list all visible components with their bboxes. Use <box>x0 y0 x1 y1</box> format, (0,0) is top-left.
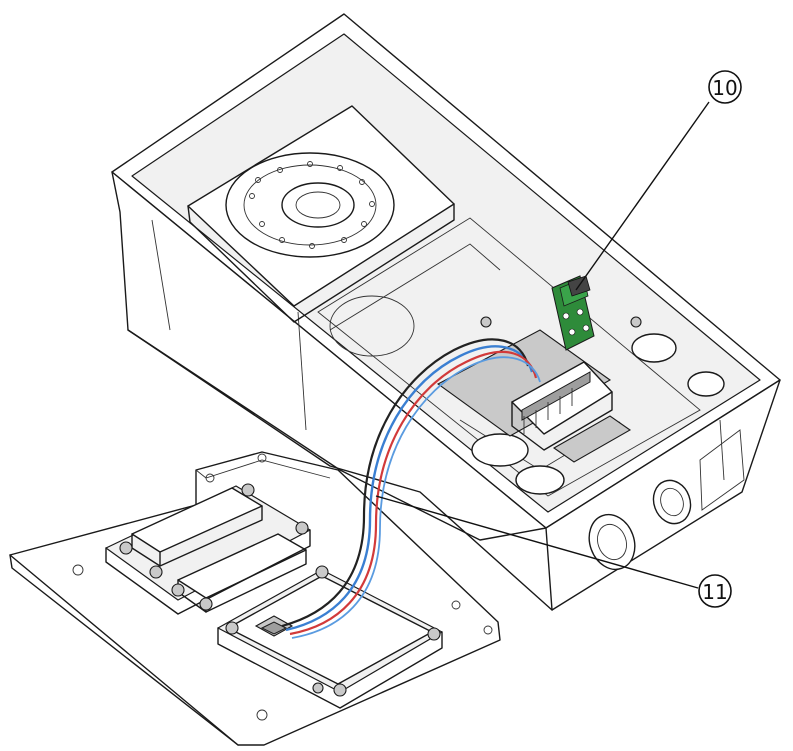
interior-compartment <box>317 217 725 497</box>
callout-10: 10 <box>575 70 742 291</box>
cable-harness <box>281 338 541 639</box>
callout-11-leader <box>375 495 699 589</box>
mount-holes <box>249 161 375 249</box>
callout-10-label: 10 <box>712 76 737 100</box>
fan-mount <box>187 105 455 323</box>
heatsink-module-left <box>105 483 311 615</box>
callout-11-label: 11 <box>702 580 727 604</box>
control-board <box>217 565 443 709</box>
callout-10-leader <box>575 101 710 291</box>
callout-11: 11 <box>375 495 732 608</box>
callout-11-circle <box>698 574 732 608</box>
internal-pcb <box>436 329 632 463</box>
mounting-plate <box>9 451 501 746</box>
callout-10-circle <box>708 70 742 104</box>
